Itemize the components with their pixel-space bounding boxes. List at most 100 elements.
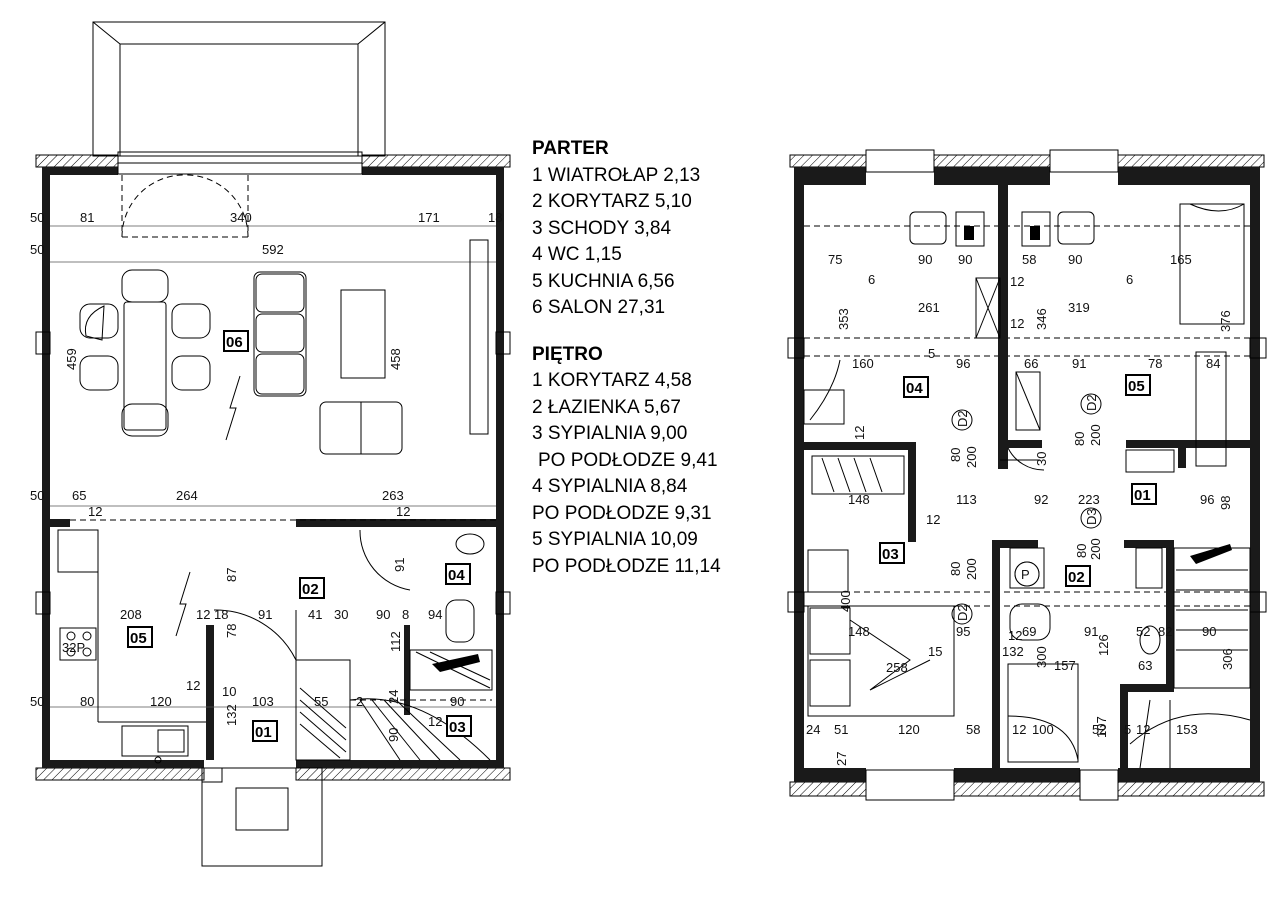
dim-label: 78 (224, 624, 239, 638)
window-ticks (35, 331, 511, 615)
room-tag-02: 02 (299, 577, 325, 599)
dim-label: 82 (1158, 624, 1172, 639)
dim-label: 157 (1054, 658, 1076, 673)
dim-label: 66 (1024, 356, 1038, 371)
dim-label: 459 (64, 348, 79, 370)
dim-label: 50 (30, 488, 44, 503)
room-tag-04: 04 (445, 563, 471, 585)
legend-room: 3 SCHODY 3,84 (532, 217, 672, 239)
dim-label: 107 (1094, 716, 1109, 738)
dim-label: 91 (392, 558, 407, 572)
dim-label: 5 (1124, 722, 1131, 737)
door-code: D3 (1084, 508, 1099, 525)
dim-label: 376 (1218, 310, 1233, 332)
dim-label: 18 (214, 607, 228, 622)
door-code-marks: D2 D2 D3 D2 (951, 393, 1102, 625)
dim-label: 91 (258, 607, 272, 622)
dim-label: 6 (868, 272, 875, 287)
dim-label: 132 (224, 704, 239, 726)
dim-label: 6 (1126, 272, 1133, 287)
dim-label: 340 (230, 210, 252, 225)
dim-label: 12 (186, 678, 200, 693)
door-code: D2 (955, 604, 970, 621)
dim-label: 200 (964, 446, 979, 468)
terrace (92, 21, 386, 157)
dim-label: 58 (966, 722, 980, 737)
dim-label: 55 (314, 694, 328, 709)
dim-label: 91 (1072, 356, 1086, 371)
dim-label: 95 (956, 624, 970, 639)
dim-label: 100 (1032, 722, 1054, 737)
dim-label: 90 (450, 694, 464, 709)
stairs (1129, 544, 1251, 769)
dining-table (79, 269, 211, 437)
dim-label: 50 (30, 694, 44, 709)
svg-text:02: 02 (1068, 569, 1085, 586)
dim-label: 78 (1148, 356, 1162, 371)
svg-text:P: P (1021, 567, 1030, 582)
dim-label: 12 (1012, 722, 1026, 737)
dim-label: 132 (1002, 644, 1024, 659)
dim-label: 51 (834, 722, 848, 737)
dim-label: 15 (928, 644, 942, 659)
dim-label: 52 (1092, 722, 1106, 737)
dim-label: 87 (224, 568, 239, 582)
partition-wall (404, 625, 410, 715)
dim-label: 27 (834, 752, 849, 766)
legend-room: PO PODŁODZE 11,14 (532, 555, 721, 577)
outer-walls (787, 149, 1267, 801)
svg-text:05: 05 (1128, 378, 1145, 395)
dim-label: 120 (898, 722, 920, 737)
upper-dimensions: 75 90 90 58 90 165 6 6 261 12 346 319 35… (806, 252, 1235, 766)
svg-text:01: 01 (1134, 487, 1151, 504)
dim-label: 5 (928, 346, 935, 361)
terrace-door (121, 174, 249, 238)
legend-room: 4 WC 1,15 (532, 244, 622, 265)
dim-label: 306 (1220, 648, 1235, 670)
dim-label: 300 (1034, 646, 1049, 668)
svg-text:03: 03 (449, 719, 466, 736)
shower-circle: P (1014, 561, 1040, 587)
dim-label: 165 (1170, 252, 1192, 267)
room-tag-01: 01 (252, 720, 278, 742)
dim-label: 91 (1084, 624, 1098, 639)
dim-label: 120 (150, 694, 172, 709)
dim-label: 2 (356, 694, 363, 709)
legend-room: 3 SYPIALNIA 9,00 (532, 423, 688, 444)
dim-label: 98 (1218, 496, 1233, 510)
dim-label: 90 (376, 607, 390, 622)
dim-label: 96 (956, 356, 970, 371)
dim-label: 12 (88, 504, 102, 519)
upper-floor-plan: P D2 D2 D3 D2 75 90 90 58 90 165 6 6 261… (787, 149, 1267, 801)
dim-label: 160 (852, 356, 874, 371)
entrance-porch (201, 767, 323, 867)
room-tag-05: 05 (127, 626, 153, 648)
dim-label: 319 (1068, 300, 1090, 315)
dim-label: 12 (1010, 316, 1024, 331)
dim-label: 94 (428, 607, 442, 622)
svg-text:04: 04 (906, 380, 923, 397)
dim-label: 65 (72, 488, 86, 503)
legend-room: 2 KORYTARZ 5,10 (532, 191, 692, 212)
dim-label: 223 (1078, 492, 1100, 507)
bed (803, 203, 1245, 717)
dim-label: 90 (1202, 624, 1216, 639)
svg-text:06: 06 (226, 334, 243, 351)
wall-hatch (1117, 154, 1265, 168)
svg-text:05: 05 (130, 630, 147, 647)
dim-label: 18 (488, 210, 502, 225)
legend-room: PO PODŁODZE 9,41 (538, 449, 718, 471)
dim-label: 263 (382, 488, 404, 503)
door-swing (359, 529, 411, 591)
dim-label: 50 (30, 242, 44, 257)
dim-label: 171 (418, 210, 440, 225)
appliance-label: 32P (62, 640, 85, 655)
dim-label: 80 (1072, 432, 1087, 446)
wall-hatch (35, 154, 119, 168)
dim-label: 69 (1022, 624, 1036, 639)
dim-label: 52 (1136, 624, 1150, 639)
room-tag-03: 03 (446, 715, 472, 737)
dim-label: 200 (964, 558, 979, 580)
dim-label: 148 (848, 492, 870, 507)
